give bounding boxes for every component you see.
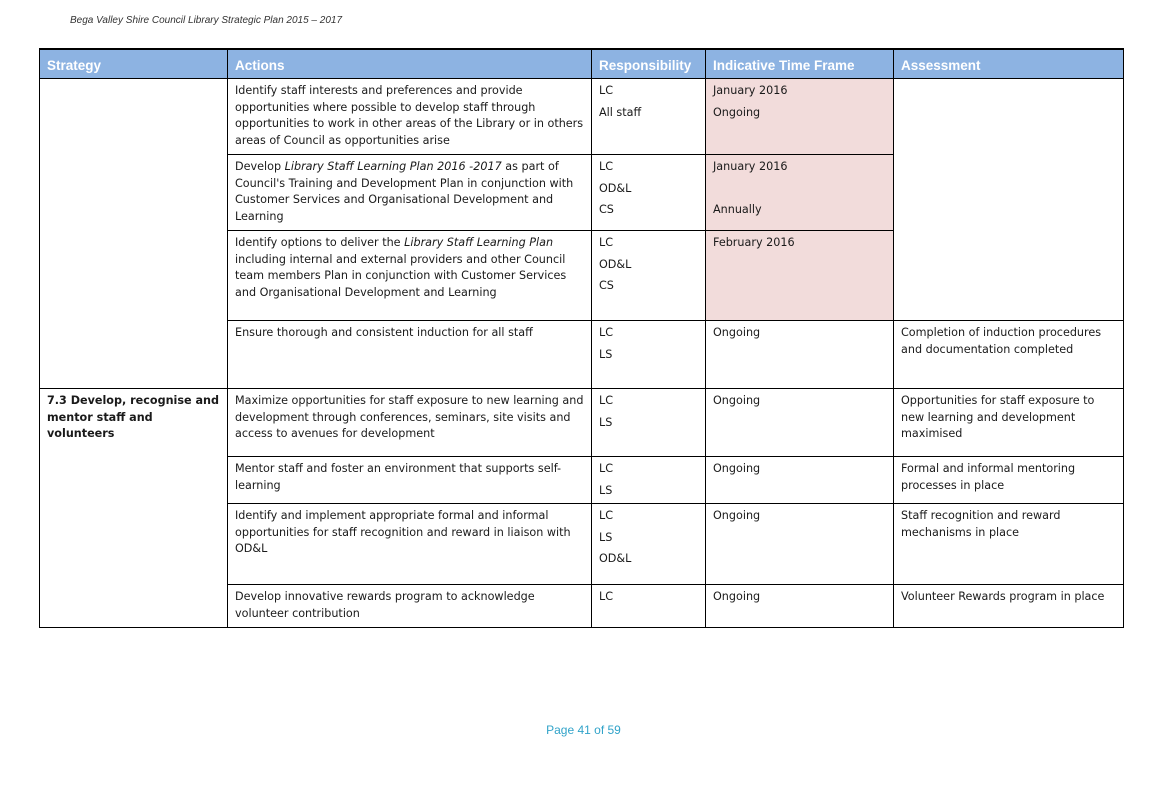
table-row: Develop innovative rewards program to ac… — [40, 584, 1124, 628]
time-frame-item: February 2016 — [713, 236, 795, 249]
table-row: 7.3 Develop, recognise and mentor staff … — [39, 388, 1124, 628]
time-frame-item: Ongoing — [713, 326, 761, 339]
table-row: Ensure thorough and consistent induction… — [40, 320, 1124, 389]
time-frame-item: Ongoing — [713, 590, 761, 603]
time-frame-item: Ongoing — [713, 394, 761, 407]
assessment-cell: Formal and informal mentoring processes … — [893, 456, 1124, 504]
time-frame-item: Annually — [713, 202, 762, 216]
responsibility-item: LC — [599, 590, 614, 603]
time-frame-cell: January 2016 Annually — [705, 154, 894, 231]
action-cell: Mentor staff and foster an environment t… — [227, 456, 592, 504]
time-frame-item: Ongoing — [713, 509, 761, 522]
responsibility-item: OD&L — [599, 257, 632, 271]
time-frame-item: Ongoing — [713, 462, 761, 475]
responsibility-item: LS — [599, 347, 613, 361]
table-header-row: Strategy Actions Responsibility Indicati… — [39, 48, 1124, 79]
time-frame-cell: Ongoing — [705, 584, 894, 628]
time-frame-item: January 2016 — [713, 160, 788, 173]
header-assessment: Assessment — [893, 48, 1124, 79]
page-number: Page 41 of 59 — [546, 723, 621, 737]
table-row: Identify staff interests and preferences… — [39, 78, 1124, 389]
strategy-cell: 7.3 Develop, recognise and mentor staff … — [39, 388, 228, 628]
responsibility-cell: LC LS OD&L — [591, 503, 706, 585]
action-cell: Identify and implement appropriate forma… — [227, 503, 592, 585]
time-frame-cell: January 2016 Ongoing — [705, 78, 894, 155]
responsibility-cell: LC OD&L CS — [591, 230, 706, 321]
table-row: Identify and implement appropriate forma… — [40, 503, 1124, 585]
header-actions: Actions — [227, 48, 592, 79]
running-header: Bega Valley Shire Council Library Strate… — [70, 15, 343, 26]
responsibility-item: LS — [599, 530, 613, 544]
table-row: Develop Library Staff Learning Plan 2016… — [40, 154, 1124, 231]
time-frame-item: Ongoing — [713, 105, 761, 119]
responsibility-item: CS — [599, 203, 614, 216]
time-frame-cell: Ongoing — [705, 388, 894, 457]
header-time-frame: Indicative Time Frame — [705, 48, 894, 79]
action-cell: Develop Library Staff Learning Plan 2016… — [227, 154, 592, 231]
strategic-plan-table: Strategy Actions Responsibility Indicati… — [39, 48, 1124, 628]
responsibility-item: All staff — [599, 105, 642, 119]
action-cell: Identify staff interests and preferences… — [227, 78, 592, 155]
plan-title: Library Staff Learning Plan 2016 -2017 — [284, 160, 502, 173]
table-row: Mentor staff and foster an environment t… — [40, 456, 1124, 504]
responsibility-cell: LC OD&L CS — [591, 154, 706, 231]
responsibility-cell: LC LS — [591, 320, 706, 389]
responsibility-item: LC — [599, 84, 614, 97]
assessment-cell: Volunteer Rewards program in place — [893, 584, 1124, 628]
responsibility-cell: LC LS — [591, 456, 706, 504]
plan-title: Library Staff Learning Plan — [404, 236, 554, 249]
assessment-cell: Completion of induction procedures and d… — [893, 320, 1124, 389]
responsibility-item: OD&L — [599, 181, 632, 195]
action-cell: Develop innovative rewards program to ac… — [227, 584, 592, 628]
responsibility-cell: LC — [591, 584, 706, 628]
action-cell: Identify options to deliver the Library … — [227, 230, 592, 321]
time-frame-cell: Ongoing — [705, 503, 894, 585]
responsibility-item: LC — [599, 394, 614, 407]
responsibility-item: CS — [599, 279, 614, 292]
header-responsibility: Responsibility — [591, 48, 706, 79]
assessment-cell: Opportunities for staff exposure to new … — [893, 388, 1124, 457]
time-frame-cell: Ongoing — [705, 320, 894, 389]
responsibility-cell: LC LS — [591, 388, 706, 457]
action-cell: Ensure thorough and consistent induction… — [227, 320, 592, 389]
time-frame-cell: Ongoing — [705, 456, 894, 504]
responsibility-item: LC — [599, 236, 614, 249]
responsibility-item: LC — [599, 509, 614, 522]
assessment-cell — [893, 78, 1124, 321]
action-cell: Maximize opportunities for staff exposur… — [227, 388, 592, 457]
responsibility-item: LS — [599, 415, 613, 429]
time-frame-cell: February 2016 — [705, 230, 894, 321]
time-frame-item: January 2016 — [713, 84, 788, 97]
responsibility-item: LC — [599, 462, 614, 475]
responsibility-item: LC — [599, 326, 614, 339]
header-strategy: Strategy — [39, 48, 228, 79]
responsibility-item: OD&L — [599, 552, 632, 565]
strategy-cell — [39, 78, 228, 389]
responsibility-item: LS — [599, 483, 613, 497]
responsibility-item: LC — [599, 160, 614, 173]
responsibility-cell: LC All staff — [591, 78, 706, 155]
assessment-cell: Staff recognition and reward mechanisms … — [893, 503, 1124, 585]
